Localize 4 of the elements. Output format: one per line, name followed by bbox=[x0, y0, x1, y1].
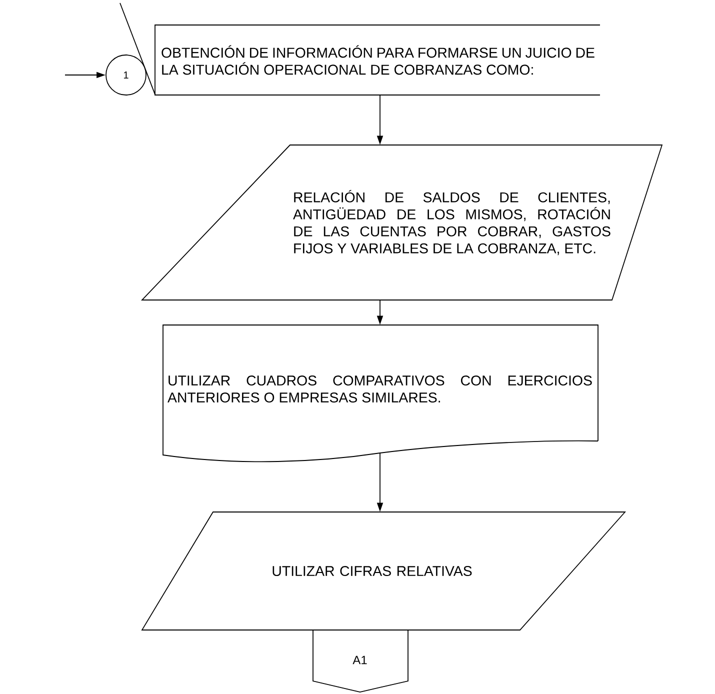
annotation-box: OBTENCIÓN DE INFORMACIÓN PARA FORMARSE UN JUICIO DE LA SITUACIÓN OPERACIONAL DE COBRANZAS COMO: bbox=[154, 24, 600, 96]
annotation-line bbox=[120, 2, 156, 96]
document-shape: UTILIZAR CUADROS COMPARATIVOS CON EJERCICIOS ANTERIORES O EMPRESAS SIMILARES. bbox=[162, 324, 598, 462]
offpage-connector: A1 bbox=[312, 630, 408, 692]
